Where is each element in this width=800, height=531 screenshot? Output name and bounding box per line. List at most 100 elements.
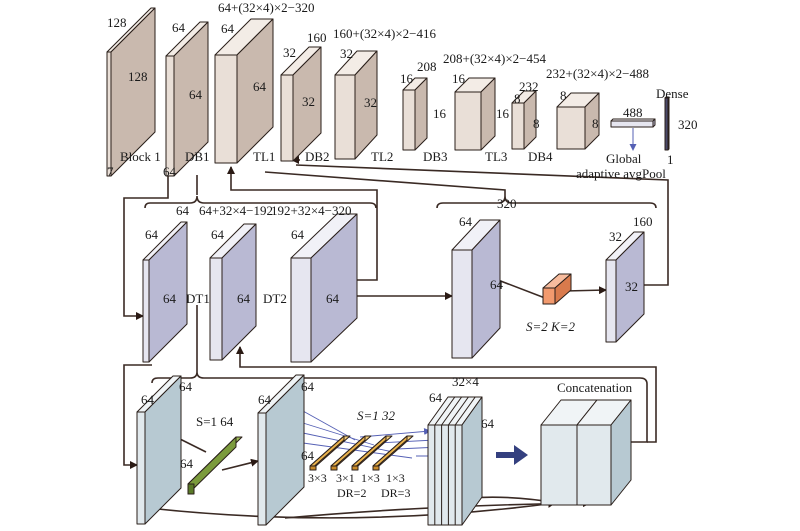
concat-label: Concatenation <box>557 380 633 395</box>
stack-layer-divider-top <box>447 396 469 426</box>
tl3-channels: 16 <box>452 71 466 86</box>
stack-channels: 64 <box>429 390 443 405</box>
tl4-formula: 232+(32×4)×2−488 <box>546 66 649 81</box>
db3-depth: 16 <box>433 106 447 121</box>
block1-box-front-face <box>106 51 112 177</box>
bot-mid-box-front-face <box>257 412 267 526</box>
conv1-bar-end <box>187 483 195 495</box>
db4-depth: 8 <box>533 116 540 131</box>
branch-conv-end <box>309 465 317 471</box>
db2-label: DB2 <box>305 149 330 164</box>
brace-transition <box>436 195 657 209</box>
db2-top: 160 <box>307 30 327 45</box>
bot-input-top: 64 <box>179 379 193 394</box>
connector-bottom-left <box>123 364 152 469</box>
tl1-formula: 64+(32×4)×2−320 <box>218 0 314 15</box>
branch-conv-3 <box>372 435 414 471</box>
branch-kernel-2: 1×3 <box>361 471 380 485</box>
db2-depth: 32 <box>302 94 315 109</box>
trans-out-box-front-face <box>605 259 617 343</box>
dt1-depth: 64 <box>163 291 177 306</box>
block3-box-front-face <box>290 257 312 363</box>
tl3-box-front-face <box>454 91 482 151</box>
trans-pool-label: S=2 K=2 <box>526 319 575 334</box>
bot-mid-channels: 64 <box>258 392 272 407</box>
bot-mid-top: 64 <box>301 379 315 394</box>
db1-box <box>165 21 209 177</box>
dense-size-c: 192+32×4−320 <box>271 203 352 218</box>
block3-depth: 64 <box>326 291 340 306</box>
tl2-depth: 32 <box>364 95 377 110</box>
concat-box-a-front-face <box>540 424 578 506</box>
trans-in-box-front-face <box>451 249 473 359</box>
connector-green-in <box>177 437 207 453</box>
dense-size-a: 64 <box>176 203 190 218</box>
tl4-depth: 8 <box>592 116 599 131</box>
trans-conv-box <box>542 273 572 305</box>
connector-block3-to-tl1 <box>227 166 378 281</box>
db1-channels: 64 <box>172 20 186 35</box>
block1-depth: 128 <box>128 69 148 84</box>
branch-kernel-0: 3×3 <box>308 471 327 485</box>
stack-layer-divider-top <box>454 396 476 426</box>
conv1-label: S=1 64 <box>196 414 234 429</box>
trans-out-channels: 32 <box>609 229 622 244</box>
db4-top: 232 <box>519 79 539 94</box>
branch-kernel-3: 1×3 <box>386 471 405 485</box>
trans-conv-box-front-face <box>542 287 556 305</box>
connector-input-to-concat <box>147 499 556 519</box>
tl1-channels: 64 <box>221 21 235 36</box>
trans-out-box <box>605 231 645 343</box>
db4-box-front-face <box>511 102 525 150</box>
stack-layer-divider-top <box>434 396 456 426</box>
stack-depth: 64 <box>481 416 495 431</box>
tl1-depth: 64 <box>253 79 267 94</box>
db2-box-front-face <box>280 74 294 162</box>
stack-top: 32×4 <box>452 374 479 389</box>
tl1-box-front-face <box>214 54 238 164</box>
connector-transition-conv-out <box>564 286 607 295</box>
concat-box-b-front-face <box>576 424 612 506</box>
tl1-box <box>214 18 274 164</box>
db1-bottom: 64 <box>163 164 177 179</box>
dense-box <box>664 96 670 151</box>
db1-label: DB1 <box>185 149 210 164</box>
bot-mid-box <box>257 374 305 526</box>
labels: 128 128 Block 1 7 64 64 DB1 64 64+(32×4)… <box>107 0 698 500</box>
tl2-channels: 32 <box>340 46 353 61</box>
dt2-channels: 64 <box>211 227 225 242</box>
tl3-formula: 208+(32×4)×2−454 <box>443 51 546 66</box>
db4-channels: 8 <box>514 91 521 106</box>
tl4-channels: 8 <box>560 88 567 103</box>
dt2-depth: 64 <box>237 291 251 306</box>
db2-box <box>280 46 322 162</box>
db3-top: 208 <box>417 59 437 74</box>
branch-dr-3: DR=3 <box>381 486 410 500</box>
block1-kernel: 7 <box>107 164 114 179</box>
bot-input-channels: 64 <box>141 392 155 407</box>
bot-mid-depth: 64 <box>301 448 315 463</box>
branch-conv-2 <box>351 435 393 471</box>
branch-conv-0 <box>309 435 351 471</box>
dense-size: 320 <box>678 117 698 132</box>
block1-box <box>106 7 156 177</box>
pool-box <box>610 118 656 128</box>
connector-concat-to-dt2 <box>236 346 657 443</box>
trans-out-top: 160 <box>633 214 653 229</box>
connector-transition-to-db2 <box>295 164 669 286</box>
block1-channels: 128 <box>107 15 127 30</box>
tl4-box-front-face <box>556 106 586 150</box>
trans-in-box <box>451 219 501 359</box>
tl3-depth: 16 <box>496 106 510 121</box>
db1-depth: 64 <box>189 87 203 102</box>
flow-arrow-icon <box>496 445 528 465</box>
concat-box-b <box>576 399 632 506</box>
pool-size: 488 <box>623 105 643 120</box>
dt1-label: DT1 <box>186 291 210 306</box>
tl3-box <box>454 77 496 151</box>
dt1-channels: 64 <box>145 227 159 242</box>
bot-input-depth: 64 <box>180 456 194 471</box>
dt1-box <box>142 221 188 363</box>
tl3-label: TL3 <box>485 149 507 164</box>
branch-conv-end <box>372 465 380 471</box>
